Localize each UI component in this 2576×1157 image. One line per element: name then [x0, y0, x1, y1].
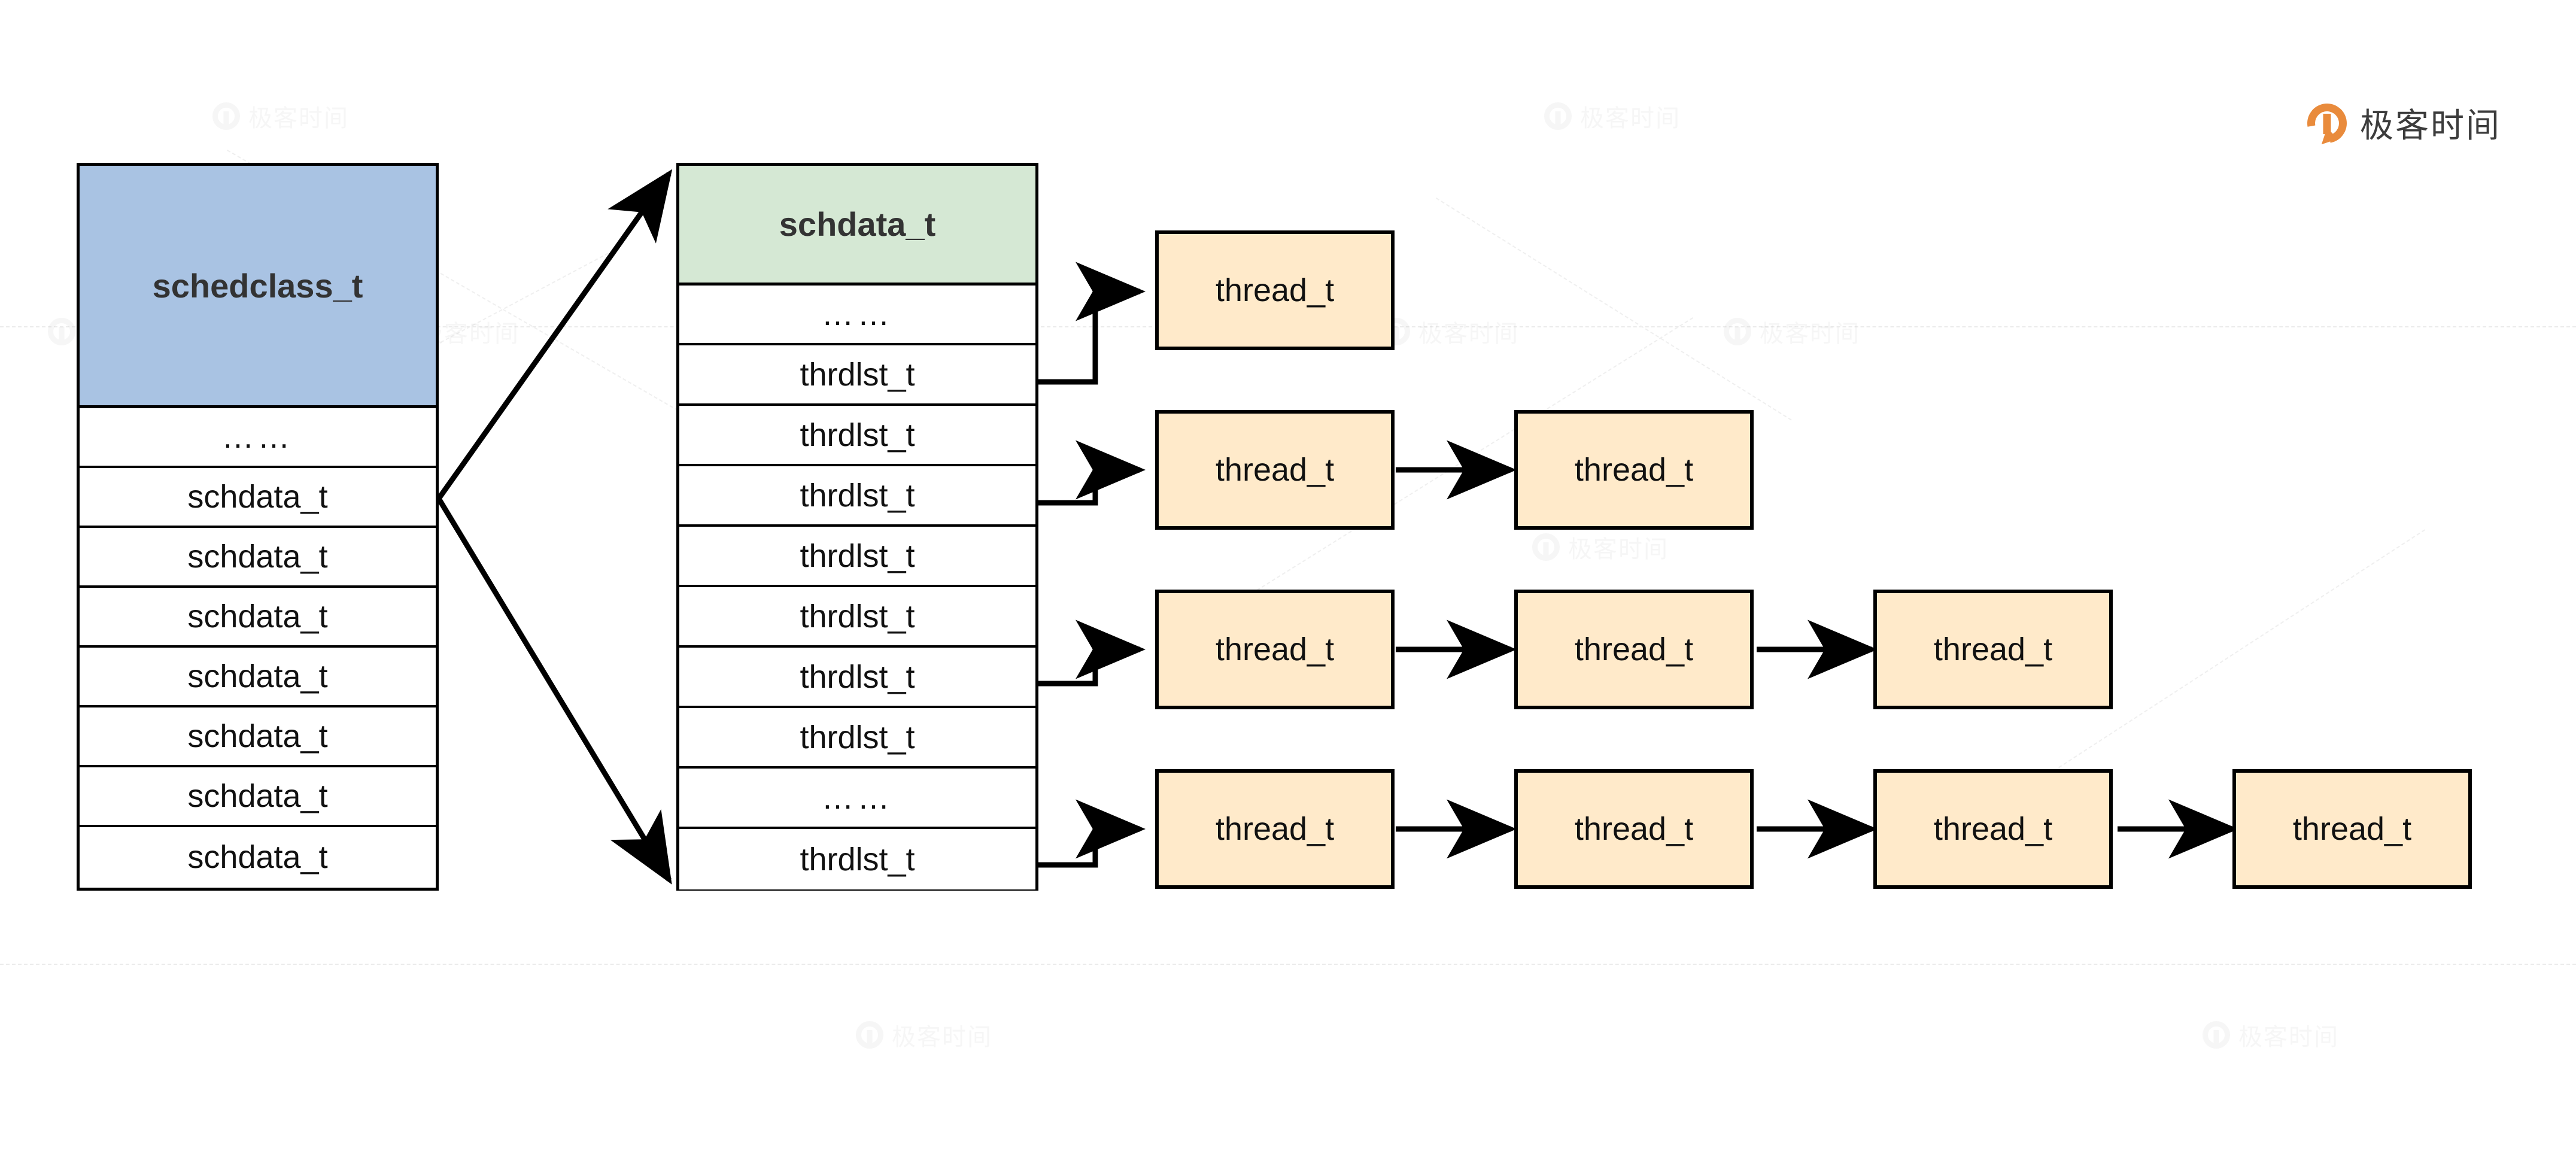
schdata-row: thrdlst_t — [679, 648, 1035, 708]
thread-node: thread_t — [1155, 230, 1395, 350]
brand-logo: 极客时间 — [2299, 95, 2501, 151]
watermark: 极客时间 — [1544, 99, 1681, 133]
geektime-watermark-icon — [1724, 318, 1751, 345]
thread-node: thread_t — [1155, 769, 1395, 889]
schedclass-table: schedclass_t …… schdata_t schdata_t schd… — [77, 163, 439, 891]
geektime-watermark-icon — [856, 1021, 883, 1049]
schedclass-row: schdata_t — [80, 648, 436, 707]
watermark-diagonal — [1435, 198, 1792, 421]
schedclass-header: schedclass_t — [80, 166, 436, 408]
watermark-label: 极客时间 — [1580, 105, 1681, 132]
watermark: 极客时间 — [856, 1018, 992, 1052]
schedclass-row: schdata_t — [80, 767, 436, 827]
watermark-label: 极客时间 — [892, 1024, 992, 1050]
watermark-label: 极客时间 — [1760, 321, 1860, 347]
schedclass-row: schdata_t — [80, 588, 436, 648]
watermark-label: 极客时间 — [248, 105, 349, 132]
schdata-row: thrdlst_t — [679, 466, 1035, 527]
thread-node: thread_t — [1873, 590, 2113, 709]
watermark: 极客时间 — [1724, 314, 1860, 349]
geektime-logo-icon — [2299, 95, 2355, 151]
geektime-watermark-icon — [48, 318, 75, 345]
thread-node: thread_t — [1873, 769, 2113, 889]
watermark: 极客时间 — [1383, 314, 1519, 349]
watermark-label: 极客时间 — [1568, 536, 1669, 563]
schedclass-row: schdata_t — [80, 827, 436, 887]
watermark: 极客时间 — [1532, 530, 1669, 564]
geektime-watermark-icon — [2203, 1021, 2230, 1049]
watermark: 极客时间 — [2203, 1018, 2339, 1052]
thread-node: thread_t — [1514, 769, 1754, 889]
watermark: 极客时间 — [212, 99, 349, 133]
schdata-header: schdata_t — [679, 166, 1035, 286]
geektime-watermark-icon — [1544, 102, 1572, 130]
thread-node: thread_t — [1514, 410, 1754, 530]
schdata-table: schdata_t …… thrdlst_t thrdlst_t thrdlst… — [676, 163, 1038, 891]
watermark-label: 极客时间 — [1418, 321, 1519, 347]
thread-node: thread_t — [1155, 410, 1395, 530]
thrdlst-to-thread-arrows — [1038, 262, 1146, 868]
watermark-label: 极客时间 — [2238, 1024, 2339, 1050]
geektime-watermark-icon — [212, 102, 240, 130]
thread-node: thread_t — [2232, 769, 2472, 889]
thread-node: thread_t — [1155, 590, 1395, 709]
schedclass-row-ellipsis: …… — [80, 408, 436, 468]
schdata-row: thrdlst_t — [679, 345, 1035, 406]
schdata-row-ellipsis: …… — [679, 769, 1035, 829]
thread-node: thread_t — [1514, 590, 1754, 709]
schedclass-row: schdata_t — [80, 707, 436, 767]
geektime-watermark-icon — [1532, 533, 1560, 561]
schedclass-row: schdata_t — [80, 468, 436, 528]
watermark-guide-line — [0, 964, 2576, 965]
schedclass-row: schdata_t — [80, 528, 436, 588]
schdata-row: thrdlst_t — [679, 829, 1035, 889]
schdata-row: thrdlst_t — [679, 406, 1035, 466]
schdata-row: thrdlst_t — [679, 527, 1035, 587]
schdata-row-ellipsis: …… — [679, 286, 1035, 345]
schdata-row: thrdlst_t — [679, 587, 1035, 648]
schdata-row: thrdlst_t — [679, 708, 1035, 769]
brand-name: 极客时间 — [2360, 107, 2501, 144]
schedclass-to-schdata-arrows — [436, 169, 673, 885]
